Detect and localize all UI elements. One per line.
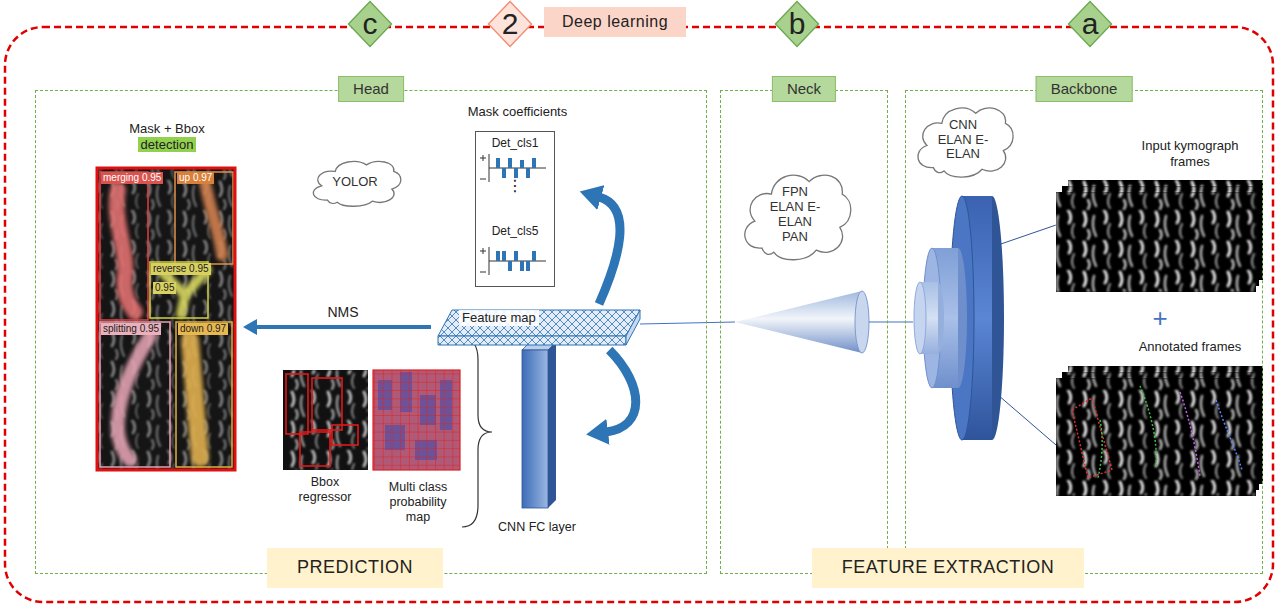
callout-number: 2 [502,9,519,39]
callout-diamond: 2 [488,1,532,47]
image-caption: Bbox regressor [293,475,357,505]
method-cloud: CNN ELAN E-ELAN [910,98,1016,183]
annotation-label: 0.95 [153,282,176,294]
section-panel: NeckFPN ELAN E-ELAN PAN [720,90,888,574]
feature-map-slab [438,310,640,345]
callout-number: c [363,9,378,39]
cloud-label: CNN ELAN E-ELAN [936,118,990,163]
bbox-image [283,370,368,470]
box-heading: Mask coefficients [460,104,575,120]
fc-layer-bar [522,342,556,508]
wire [998,395,1056,445]
cloud-label: YOLOR [332,175,378,190]
panel-tab: Neck [772,76,836,102]
label-box: PREDICTION [267,548,443,588]
method-cloud: YOLOR [306,155,404,210]
image-caption: detection [138,137,197,153]
callout-diamond: a [1068,1,1112,47]
backbone-cylinders [914,196,1004,440]
image-panel: Annotated frames [1052,336,1267,501]
image-panel: Multi class probability map [372,368,464,528]
wire [869,321,913,322]
feature-map: Feature map [435,308,640,346]
label-box: Deep learning [544,7,686,36]
kymograph-stack [1056,180,1263,292]
annotation-label: down 0.97 [178,323,228,335]
probability-map [373,370,460,470]
wire [998,225,1056,245]
class-label: ⋮ [476,178,554,194]
label-box: FEATURE EXTRACTION [812,548,1085,588]
image-caption: Input kymograph frames [1130,138,1250,169]
map-label: Feature map [459,310,539,326]
annotation-label: up 0.97 [177,172,214,184]
annotated-stack [1056,366,1263,496]
method-cloud: FPN ELAN E-ELAN PAN [736,163,854,267]
neck-cone [735,291,869,353]
annotation-label: splitting 0.95 [101,323,161,335]
class-label: Det_cls5 [476,224,554,238]
box-label: PREDICTION [297,557,413,579]
image-caption: Mask + Bbox [129,121,205,137]
coefficient-bars [480,154,546,275]
coefficient-box: Mask coefficientsDet_cls1 ⋮ Det_cls5 [460,104,575,290]
bracket [462,338,492,527]
class-label: Det_cls1 [476,136,554,150]
image-caption: Multi class probability map [381,480,455,525]
edge-label: NMS [324,304,361,321]
box-label: FEATURE EXTRACTION [842,557,1055,579]
image-panel: CNN FC layer [492,338,582,538]
cloud-label: FPN ELAN E-ELAN PAN [768,185,822,245]
panel-tab: Head [338,76,404,102]
coefficient-frame: Det_cls1 ⋮ Det_cls5 [475,131,555,287]
panel-tab: Backbone [1036,76,1133,102]
flow-arrow [599,197,620,304]
callout-diamond: c [348,1,392,47]
section-panel: BackboneCNN ELAN E-ELANInput kymograph f… [905,90,1263,574]
annotation-label: merging 0.95 [101,172,163,184]
image-caption: CNN FC layer [492,520,582,535]
callout-number: b [789,9,806,39]
flow-arrow [255,325,431,329]
image-panel: Bbox regressor [280,368,370,508]
image-panel: Input kymograph frames [1052,135,1267,295]
box-label: Deep learning [562,12,668,31]
annotation-label: + [1152,305,1167,331]
detection-image [97,168,235,470]
callout-number: a [1082,9,1099,39]
annotation-label: reverse 0.95 [151,263,211,275]
outer-frame [5,27,1273,602]
flow-arrow [606,350,636,432]
image-caption: Annotated frames [1130,339,1250,355]
callout-diamond: b [775,1,819,47]
